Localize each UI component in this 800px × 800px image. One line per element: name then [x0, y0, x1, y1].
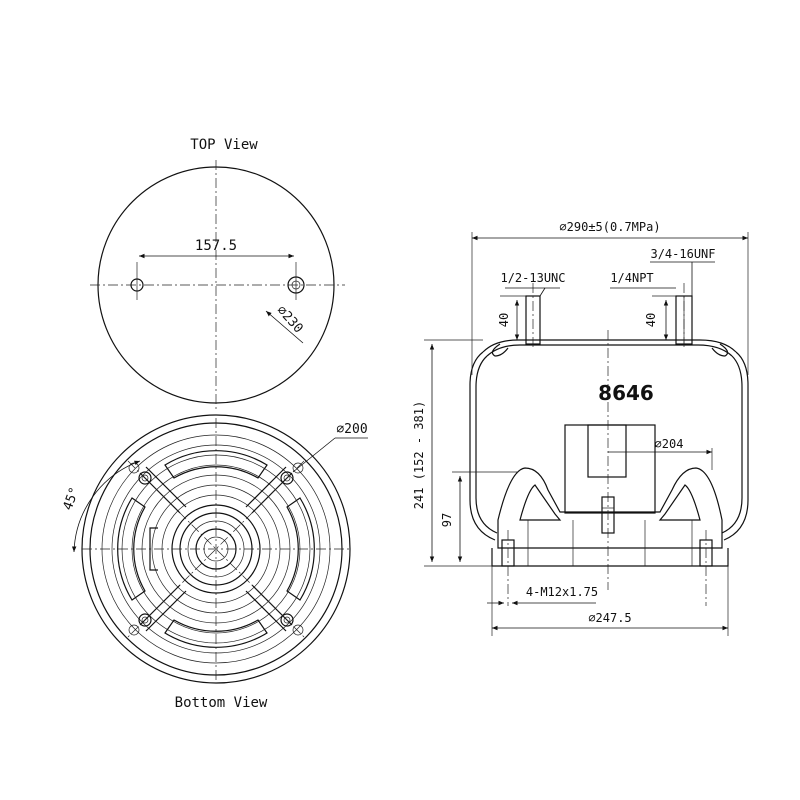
dim-piston-diameter: ⌀204: [655, 437, 684, 451]
dim-height: 241 (152 - 381): [412, 401, 426, 509]
dim-piston-height: 97: [440, 513, 454, 527]
dim-hole-spacing: 157.5: [195, 238, 237, 254]
dim-port-thread: 3/4-16UNF: [650, 247, 715, 261]
bolt-hole: [280, 613, 294, 627]
top-view-title: TOP View: [190, 137, 258, 153]
dim-npt: 1/4NPT: [610, 271, 653, 285]
dim-angle: 45°: [61, 485, 83, 512]
dim-stud-thread: 1/2-13UNC: [500, 271, 565, 285]
mounting-stud-left: [525, 283, 541, 350]
dim-stud-height-left: 40: [497, 313, 511, 327]
bolt-hole: [138, 613, 152, 627]
dim-bottom-thread: 4-M12x1.75: [526, 585, 598, 599]
side-section-view: ⌀290±5(0.7MPa) 8646 40 40: [412, 220, 749, 636]
bottom-view: ⌀200 45° Bottom View: [61, 414, 368, 711]
dim-stud-height-right: 40: [644, 313, 658, 327]
dim-base-diameter: ⌀247.5: [588, 611, 631, 625]
air-fitting-stud-right: [675, 283, 693, 350]
top-view: TOP View 157.5 ⌀230: [90, 137, 345, 410]
bolt-hole: [280, 471, 294, 485]
model-number: 8646: [598, 381, 654, 405]
stud-hole: [130, 262, 144, 300]
dim-bottom-diameter: ⌀200: [336, 422, 367, 437]
air-port-hole: [287, 262, 305, 300]
dim-overall-diameter: ⌀290±5(0.7MPa): [559, 220, 660, 234]
bottom-view-title: Bottom View: [175, 695, 268, 711]
